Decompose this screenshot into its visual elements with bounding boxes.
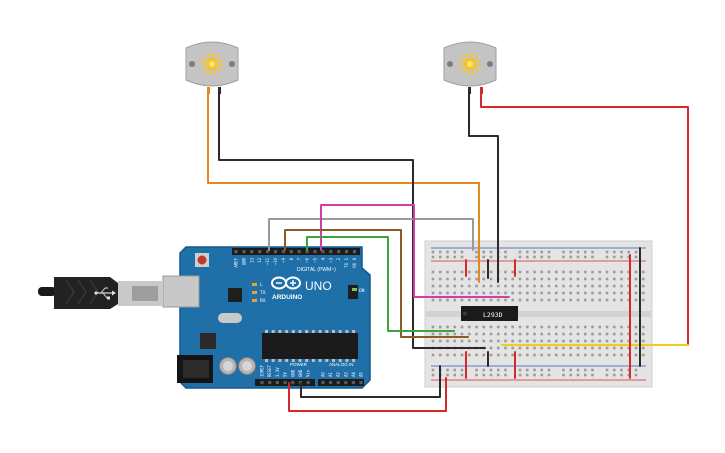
power-pin-hole[interactable] [306,381,310,385]
digital-pin-hole[interactable] [305,250,309,254]
digital-pin-hole[interactable] [352,250,357,254]
reset-button[interactable] [195,253,209,267]
led-l-label: L [260,282,263,288]
digital-pin-label: ~3 [328,257,333,262]
brand-label: ARDUINO [272,294,302,301]
analog-pin-hole[interactable] [359,381,363,385]
usb-icon [94,287,116,300]
analog-pin-hole[interactable] [351,381,355,385]
digital-pin-label: ~9 [281,257,286,262]
power-pin-label: GND [290,369,295,377]
wire-right-motor-black[interactable] [468,93,499,283]
breadboard[interactable] [424,240,653,388]
digital-pin-header[interactable] [232,248,360,255]
digital-pin-hole[interactable] [273,250,278,254]
led-on-label: ON [359,288,365,294]
digital-pin-hole[interactable] [297,250,301,254]
digital-pin-label: 8 [289,257,294,260]
wire-left-motor-black[interactable] [218,93,486,349]
power-pin-header[interactable] [255,379,315,386]
wire-5v-red[interactable] [288,377,447,412]
power-pin-label: IOREF [260,364,265,377]
dc-motor-left[interactable] [185,41,239,94]
digital-pin-label: RX 0 [352,257,357,267]
digital-pin-label: 2 [336,257,341,260]
motor-gear-icon [459,53,481,75]
power-pin-hole[interactable] [291,381,295,385]
arduino-infinity-logo [271,276,301,290]
analog-pin-label: A4 [351,372,356,377]
digital-pin-label: ~10 [273,257,278,265]
digital-pin-label: TX 1 [344,257,349,267]
l293d-chip-label: L293D [483,311,503,319]
analog-pin-hole[interactable] [336,381,340,385]
digital-pin-hole[interactable] [321,250,325,254]
analog-pin-label: A1 [328,372,333,377]
digital-pin-label: GND [241,257,246,265]
power-pin-label: GND [298,369,303,377]
power-pin-hole[interactable] [283,381,287,385]
digital-header-label: DIGITAL (PWM~) [297,267,336,273]
digital-pin-hole[interactable] [250,250,254,254]
analog-pin-hole[interactable] [329,381,333,385]
digital-pin-label: 7 [297,257,302,260]
analog-pin-label: A0 [321,372,326,377]
digital-pin-hole[interactable] [345,250,349,254]
digital-pin-hole[interactable] [329,250,333,254]
usb-cable [38,277,162,309]
power-pin-hole[interactable] [275,381,279,385]
l293d-chip[interactable]: L293D [461,306,518,321]
digital-pin-hole[interactable] [281,250,285,254]
analog-pin-hole[interactable] [344,381,348,385]
digital-pin-label: AREF [234,257,239,267]
power-pin-label: 5V [283,372,288,377]
power-pin-hole[interactable] [260,381,264,385]
digital-pin-label: 12 [257,257,262,262]
analog-label: ANALOG IN [329,362,354,367]
power-pin-hole[interactable] [268,381,272,385]
digital-pin-label: 4 [320,257,325,260]
digital-pin-hole[interactable] [266,250,270,254]
analog-pin-label: A5 [359,372,364,377]
power-pin-label: Vin [306,369,311,377]
led-tx-label: TX [260,290,266,296]
digital-pin-label: 13 [249,257,254,262]
digital-pin-label: ~11 [265,257,270,265]
wire-left-motor-orange[interactable] [207,93,480,283]
digital-pin-hole[interactable] [337,250,341,254]
wire-brown[interactable] [284,229,469,338]
wire-gnd-black[interactable] [300,365,441,398]
power-label: POWER [290,362,308,367]
digital-pin-hole[interactable] [258,250,262,254]
digital-pin-hole[interactable] [242,250,246,254]
analog-pin-label: A2 [336,372,341,377]
digital-pin-label: ~6 [305,257,310,262]
dc-motor-right[interactable] [443,41,497,94]
power-pin-label: 3.3V [275,367,280,377]
dc-power-jack [177,355,213,383]
analog-pin-header[interactable] [318,379,364,386]
digital-pin-hole[interactable] [313,250,317,254]
wire-gray[interactable] [268,218,474,251]
atmega-chip [262,330,358,362]
analog-pin-label: A3 [343,372,348,377]
model-label: UNO [305,279,332,293]
digital-pin-hole[interactable] [234,250,238,254]
led-rx-label: RX [260,298,266,304]
wire-pink[interactable] [320,204,510,298]
wire-green[interactable] [306,236,455,332]
digital-pin-hole[interactable] [289,250,293,254]
power-pin-label: RESET [267,364,272,377]
digital-pin-label: ~5 [313,257,318,262]
analog-pin-hole[interactable] [321,381,325,385]
motor-gear-icon [201,53,223,75]
